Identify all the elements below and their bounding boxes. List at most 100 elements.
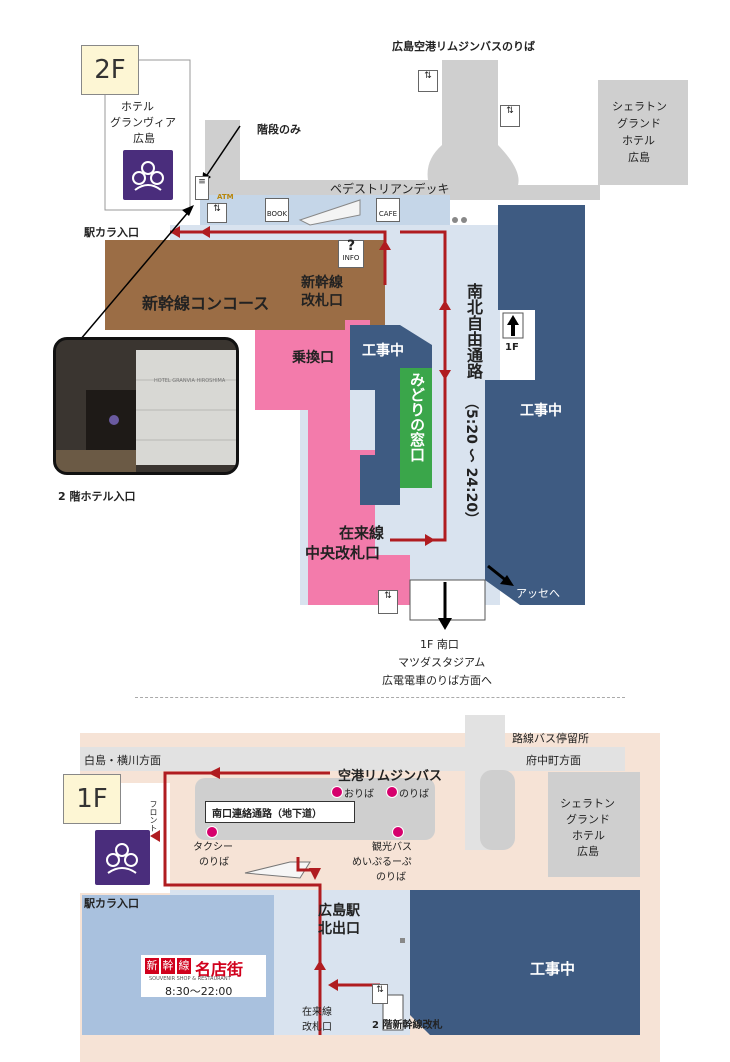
north-exit-line-1: 広島駅: [318, 903, 360, 919]
airport-bus-1f-label: 空港リムジンバス: [338, 769, 443, 784]
taxi-line-2: のりば: [199, 857, 229, 868]
meitengai-sign: 新 幹 線 名店街 SOUVENIR SHOP & RESTAURANT 8:3…: [141, 955, 266, 998]
south-exit-line-3: 広電電車のりば方面へ: [382, 674, 492, 687]
construction-mid-label: 工事中: [362, 343, 404, 359]
construction-area-right: [485, 205, 585, 605]
karaoke-entrance-2f: 駅カラ入口: [84, 226, 139, 239]
sheraton-2f-line-1: シェラトン: [612, 100, 667, 113]
meitengai-hours: 8:30〜22:00: [165, 985, 233, 998]
elevator-icon-right: ⇅: [500, 105, 520, 127]
meitengai-char-3: 線: [177, 958, 191, 974]
sightseeing-line-2: めいぷるーぷ: [352, 857, 412, 868]
floor-badge-2f: 2F: [81, 45, 139, 95]
meitengai-char-2: 幹: [161, 958, 175, 974]
stairs-only-label: 階段のみ: [257, 123, 301, 136]
info-label: INFO: [342, 254, 360, 262]
construction-area-1f: [410, 890, 640, 1035]
route-lines-2f: [170, 230, 447, 542]
midori-window-area: [400, 368, 432, 488]
asse-label: アッセへ: [516, 587, 560, 600]
hotel-logo-icon-1f: [106, 843, 138, 874]
escalator-1f: [244, 861, 311, 879]
meitengai-char-1: 新: [145, 958, 159, 974]
hotel-granvia-line-3: 広島: [133, 132, 155, 145]
floor-badge-1f: 1F: [63, 774, 121, 824]
sightseeing-line-3: のりば: [376, 872, 406, 883]
road-island: [480, 770, 515, 850]
board-dot: [386, 786, 398, 798]
fuchu-label: 府中町方面: [526, 754, 581, 767]
sheraton-1f-line-1: シェラトン: [560, 797, 615, 810]
shinkansen-gate-line-2: 改札口: [301, 293, 343, 309]
hotel-logo-icon: [132, 161, 164, 191]
meitengai-sub: SOUVENIR SHOP & RESTAURANT: [149, 976, 231, 982]
floor-1f-shapes: [80, 715, 660, 1062]
hotel-entrance-photo: HOTEL GRANVIA HIROSHIMA: [53, 337, 239, 475]
front-desk-label: フロント: [149, 800, 158, 832]
sightseeing-dot: [392, 826, 404, 838]
floor-divider: [135, 697, 625, 698]
hotel-granvia-line-1: ホテル: [121, 100, 154, 113]
meitengai-name: 名店街: [195, 960, 244, 979]
sheraton-1f-line-4: 広島: [577, 845, 599, 858]
midori-window-label: みどりの窓口: [408, 372, 426, 462]
sheraton-2f-line-3: ホテル: [622, 134, 655, 147]
hotel-granvia-logo: [123, 150, 173, 200]
construction-right-label: 工事中: [520, 403, 562, 419]
sheraton-building-2f: [598, 80, 688, 185]
zairai-gate-1f-line-1: 在来線: [302, 1007, 332, 1018]
elevator-1f-label: 1F: [505, 342, 519, 353]
corridor-hours-label: （5:20 〜 24:20）: [463, 395, 479, 527]
sheraton-1f-line-3: ホテル: [572, 829, 605, 842]
taxi-line-1: タクシー: [193, 842, 233, 853]
cafe-label: CAFE: [378, 210, 398, 218]
board-label: のりば: [399, 789, 429, 800]
stairs-1f: [382, 994, 404, 1031]
bus-terminal-area: [205, 60, 600, 200]
sheraton-building-1f: [548, 772, 640, 877]
shinkansen-gate-line-1: 新幹線: [301, 275, 343, 291]
book-icon: BOOK: [265, 198, 289, 222]
sheraton-1f-line-2: グランド: [566, 813, 610, 826]
elevator-icon-south: ⇅: [378, 590, 398, 614]
alight-dot: [331, 786, 343, 798]
hotel-entrance-label: 2 階ホテル入口: [58, 490, 136, 503]
corridor-label: 南北自由通路: [464, 283, 483, 379]
zairai-area-pink: [255, 320, 410, 605]
elevator-icon-1f: ⇅: [372, 984, 388, 1004]
south-exit-line-2: マツダスタジアム: [398, 656, 486, 669]
shinkansen-2f-gate-label: 2 階新幹線改札: [372, 1020, 443, 1031]
hakushima-label: 白島・横川方面: [84, 754, 161, 767]
road-band: [80, 747, 625, 771]
info-icon: ?INFO: [338, 239, 364, 268]
south-exit-stairs: [409, 579, 486, 621]
construction-1f-label: 工事中: [530, 960, 576, 978]
floor-2f-shapes: [79, 59, 688, 630]
hotel-granvia-logo-1f: [95, 830, 150, 885]
zairai-gate-1f-line-2: 改札口: [302, 1022, 332, 1033]
sheraton-2f-line-4: 広島: [628, 151, 650, 164]
sheraton-2f-line-2: グランド: [617, 117, 661, 130]
route-bus-label: 路線バス停留所: [512, 732, 589, 745]
central-gate-line-2: 中央改札口: [305, 544, 381, 562]
escalator-shape: [298, 199, 361, 226]
route-arrows-1f: [150, 767, 338, 991]
route-arrows-2f: [170, 226, 451, 546]
photo-sign-text: HOTEL GRANVIA HIROSHIMA: [154, 378, 226, 384]
south-exit-line-1: 1F 南口: [420, 638, 459, 651]
taxi-dot: [206, 826, 218, 838]
pedestrian-deck-label: ペデストリアンデッキ: [330, 182, 450, 196]
atm-label: ATM: [217, 193, 234, 201]
book-label: BOOK: [266, 210, 288, 218]
karaoke-entrance-1f: 駅カラ入口: [84, 897, 139, 910]
airport-bus-2f-label: 広島空港リムジンバスのりば: [392, 40, 535, 53]
north-exit-line-2: 北出口: [318, 921, 360, 937]
concourse-label: 新幹線コンコース: [142, 294, 270, 313]
stairs-icon: ≡: [195, 176, 209, 200]
alight-label: おりば: [344, 789, 374, 800]
hotel-granvia-line-2: グランヴィア: [110, 116, 176, 129]
underpass-label: 南口連絡通路（地下道）: [212, 809, 322, 820]
photo-illustration: [56, 340, 236, 472]
transfer-gate-label: 乗換口: [292, 350, 334, 366]
sightseeing-line-1: 観光バス: [372, 842, 412, 853]
